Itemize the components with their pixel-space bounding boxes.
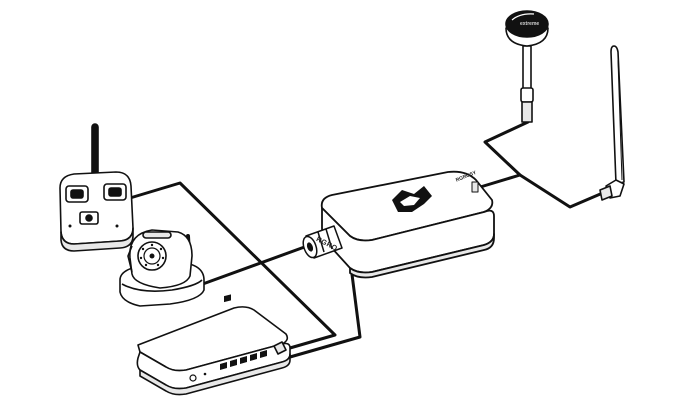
camera-lens-dot	[149, 253, 155, 259]
bnc-ring-1	[317, 231, 325, 253]
switch-port-2	[230, 359, 237, 367]
switch-port-3	[240, 356, 247, 364]
cable-remote-to-switch	[128, 181, 337, 352]
switch-led	[203, 372, 207, 376]
camera-base-front	[121, 279, 203, 292]
omni-antenna	[505, 10, 549, 123]
remote-body-shade	[60, 227, 134, 252]
switch-port	[224, 294, 231, 303]
switch-ports	[224, 294, 231, 303]
remote-antenna	[91, 123, 99, 177]
device-logo-highlight	[400, 196, 420, 206]
remote-left-stick-icon	[70, 189, 84, 199]
remote-dot-left	[68, 224, 72, 228]
camera-ear-left	[127, 245, 133, 273]
switch-front-shade	[139, 353, 291, 396]
video-device	[320, 170, 495, 279]
remote-dot-right	[115, 224, 119, 228]
cable-device-to-whip	[518, 173, 607, 209]
omni-cap-highlight	[511, 13, 535, 21]
omni-stem-joint	[520, 87, 534, 103]
switch-port-row	[220, 350, 267, 370]
switch-port-5	[260, 350, 267, 358]
ip-camera	[119, 229, 205, 307]
device-side-port	[471, 181, 479, 193]
switch-connector	[273, 341, 287, 355]
whip-rod-shade	[617, 59, 623, 181]
remote-right-stick-icon	[108, 187, 122, 197]
switch-port-1	[220, 362, 227, 370]
omni-brand-label: extreme	[520, 21, 540, 27]
camera-head-band	[142, 231, 172, 239]
device-bottom-shade	[349, 233, 495, 279]
network-switch	[136, 294, 291, 396]
bnc-pin	[306, 242, 314, 252]
whip-antenna	[599, 45, 625, 201]
whip-connector	[599, 185, 613, 201]
cable-device-to-omni	[475, 120, 530, 190]
device-bnc-connector	[302, 225, 343, 259]
remote-body	[59, 171, 134, 245]
remote-center-button	[85, 214, 93, 222]
bnc-ring-2	[325, 228, 333, 250]
switch-power-button	[189, 374, 197, 382]
remote-controller	[59, 123, 134, 252]
whip-rod	[610, 45, 625, 185]
omni-stem	[522, 45, 532, 95]
omni-connector	[521, 101, 533, 123]
cable-camera-to-device	[198, 243, 312, 287]
switch-port-4	[250, 353, 257, 361]
camera-ir-leds	[139, 243, 165, 267]
